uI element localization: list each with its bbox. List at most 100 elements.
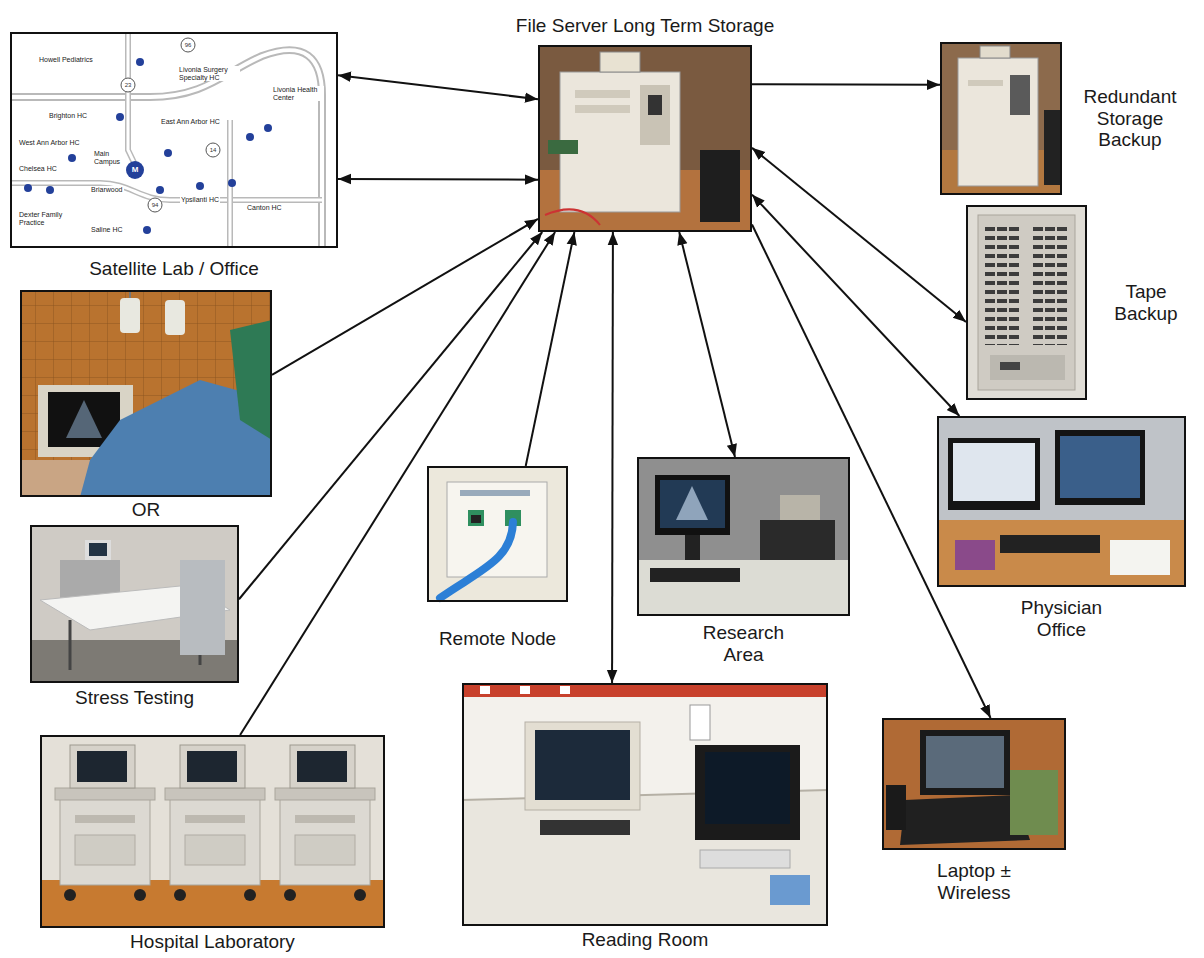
stress-testing-photo-part (89, 543, 107, 556)
tape-library-photo-part (985, 225, 1021, 345)
workstation-photo: Reading Room (462, 683, 828, 926)
laptop-photo-part (926, 736, 1004, 788)
reading-room-photo-part (462, 683, 828, 926)
remote-node-photo (427, 466, 568, 602)
server-photo-part (648, 95, 662, 115)
tape-library-photo-part (1032, 225, 1068, 345)
road-number: 14 (210, 147, 217, 154)
reading-room-photo-part (690, 705, 710, 740)
photo-caption: File Server Long Term Storage (516, 15, 774, 37)
reading-room-photo-part (480, 686, 490, 694)
connector-arrow (752, 195, 959, 416)
redundant-storage-photo-part (958, 58, 1038, 186)
server-photo-part (700, 150, 740, 222)
photo-caption: Redundant Storage Backup (1068, 86, 1192, 152)
photo-caption: Stress Testing (75, 687, 194, 709)
photo-caption: Research Area (689, 622, 799, 666)
map-illustration-part-part (156, 186, 164, 194)
physician-office-photo-part (955, 540, 995, 570)
photo-caption: Physician Office (1002, 597, 1122, 641)
reading-room-photo-part (462, 683, 828, 697)
road-number: 96 (185, 42, 192, 49)
stress-testing-photo-part (180, 560, 225, 655)
hospital-laboratory-photo-part (40, 735, 385, 928)
connector-arrow (338, 75, 538, 99)
map-illustration-part-part (228, 179, 236, 187)
research-area-photo-part (780, 495, 820, 520)
connector-arrow (752, 225, 991, 718)
reading-room-photo (462, 683, 828, 926)
physician-office-photo-part (1055, 430, 1145, 505)
map-label: East Ann Arbor HC (160, 118, 221, 126)
map-label: Chelsea HC (18, 165, 58, 173)
redundant-storage-photo-part (1044, 110, 1060, 185)
map-label: Ypsilanti HC (180, 196, 220, 204)
map-illustration-part-part (24, 184, 32, 192)
research-area-photo-part (660, 480, 725, 528)
map-label: West Ann Arbor HC (18, 139, 81, 147)
network-jack-photo: Remote Node (427, 466, 568, 602)
map-illustration (10, 32, 338, 248)
map-label: Briarwood (90, 186, 124, 194)
map-label: Brighton HC (48, 112, 88, 120)
map-illustration-part (181, 38, 195, 52)
physician-office-photo-part (948, 438, 1040, 510)
workstation-photo: Stress Testing (30, 525, 239, 683)
operating-room-photo-part (20, 290, 272, 497)
server-photo (538, 45, 752, 232)
redundant-storage-photo-part (1010, 75, 1030, 115)
physician-office-photo-part (937, 416, 1186, 587)
map-illustration-part (206, 143, 220, 157)
research-area-photo-part (760, 520, 835, 560)
map-illustration-part-part (246, 133, 254, 141)
tape-library-photo (966, 205, 1087, 400)
server-photo-part (545, 209, 600, 225)
stress-testing-photo (30, 525, 239, 683)
stress-testing-photo-part (85, 540, 111, 560)
map-label: Saline HC (90, 226, 124, 234)
map-illustration-part-part (164, 149, 172, 157)
storage-photo: File Server Long Term Storage (538, 45, 752, 232)
hospital-laboratory-photo (40, 735, 385, 928)
laptop-photo (882, 718, 1066, 850)
research-area-photo-part (637, 560, 850, 616)
remote-node-photo-part (471, 515, 481, 523)
map-label: Main Campus (93, 150, 123, 165)
reading-room-photo-part (540, 820, 630, 835)
photo-caption: Laptop ± Wireless (919, 860, 1029, 904)
remote-node-photo-part (427, 466, 568, 602)
redundant-storage-photo (940, 42, 1062, 195)
map-panel: Satellite Lab / Office (10, 32, 338, 248)
tape-library-photo-part (1000, 362, 1020, 370)
physician-office-photo-part (1060, 436, 1140, 498)
laptop-photo-part (882, 718, 1066, 850)
laptop-photo-part (886, 785, 906, 830)
map-label: Dexter Family Practice (18, 211, 66, 226)
stress-testing-photo-part (30, 525, 239, 683)
map-label: Livonia Surgery Specialty HC (178, 66, 240, 81)
reading-room-photo-part (770, 875, 810, 905)
redundant-storage-photo-part (968, 80, 1003, 86)
hospital-laboratory-photo-part (275, 745, 375, 901)
redundant-storage-photo-part (940, 42, 1062, 195)
operating-room-photo-part (230, 320, 272, 440)
reading-room-photo-part (535, 730, 630, 800)
map-illustration-part-part (136, 58, 144, 66)
research-area-photo-part (637, 457, 850, 616)
workstation-photo: Physician Office (937, 416, 1186, 587)
reading-room-photo-part (560, 686, 570, 694)
workstation-photo: OR (20, 290, 272, 497)
hospital-laboratory-photo-part (165, 745, 265, 901)
research-area-photo-part (655, 475, 730, 535)
photo-caption: Reading Room (582, 929, 709, 951)
map-illustration-part (24, 58, 272, 234)
photo-caption: Satellite Lab / Office (89, 258, 259, 280)
connector-arrow (239, 232, 542, 599)
physician-office-photo (937, 416, 1186, 587)
tape-library-photo-part (966, 205, 1087, 400)
map-illustration-part (12, 50, 322, 246)
reading-room-photo-part (525, 722, 640, 810)
